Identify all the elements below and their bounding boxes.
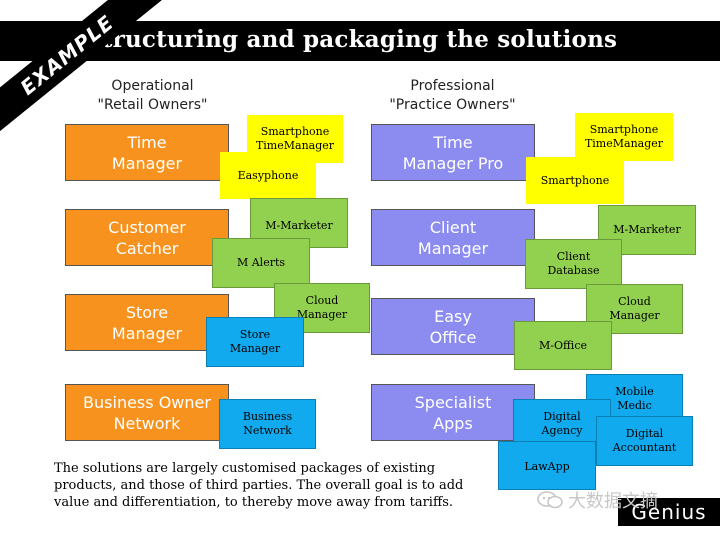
easy-office-box: Easy Office [371, 298, 535, 355]
tag-m-marketer-right: M-Marketer [598, 205, 696, 255]
time-manager-pro-box: Time Manager Pro [371, 124, 535, 181]
page-title: Structuring and packaging the solutions [85, 26, 618, 53]
tag-digital-accountant: Digital Accountant [596, 416, 693, 466]
right-column-heading: Professional "Practice Owners" [389, 78, 516, 113]
tag-m-alerts: M Alerts [212, 238, 310, 288]
tag-digital-agency: Digital Agency [513, 399, 611, 449]
tag-cloud-manager-right: Cloud Manager [586, 284, 683, 334]
store-manager-box: Store Manager [65, 294, 229, 351]
tag-smartphone: Smartphone [526, 157, 624, 204]
tag-client-database: Client Database [525, 239, 622, 289]
tag-m-office: M-Office [514, 321, 612, 370]
watermark-text: 大数据文摘 [568, 491, 658, 512]
footnote-text: The solutions are largely customised pac… [54, 461, 464, 510]
client-manager-box: Client Manager [371, 209, 535, 266]
tag-smartphone-timemanager-right: Smartphone TimeManager [575, 113, 673, 161]
tag-easyphone: Easyphone [220, 152, 316, 199]
tag-store-manager: Store Manager [206, 317, 304, 367]
wechat-icon [537, 491, 563, 509]
tag-business-network: Business Network [219, 399, 316, 449]
watermark: 大数据文摘 [536, 487, 658, 513]
business-owner-network-box: Business Owner Network [65, 384, 229, 441]
genius-logo: Genius [618, 498, 720, 526]
left-column-heading: Operational "Retail Owners" [97, 78, 208, 113]
customer-catcher-box: Customer Catcher [65, 209, 229, 266]
specialist-apps-box: Specialist Apps [371, 384, 535, 441]
time-manager-box: Time Manager [65, 124, 229, 181]
tag-lawapp: LawApp [498, 441, 596, 490]
